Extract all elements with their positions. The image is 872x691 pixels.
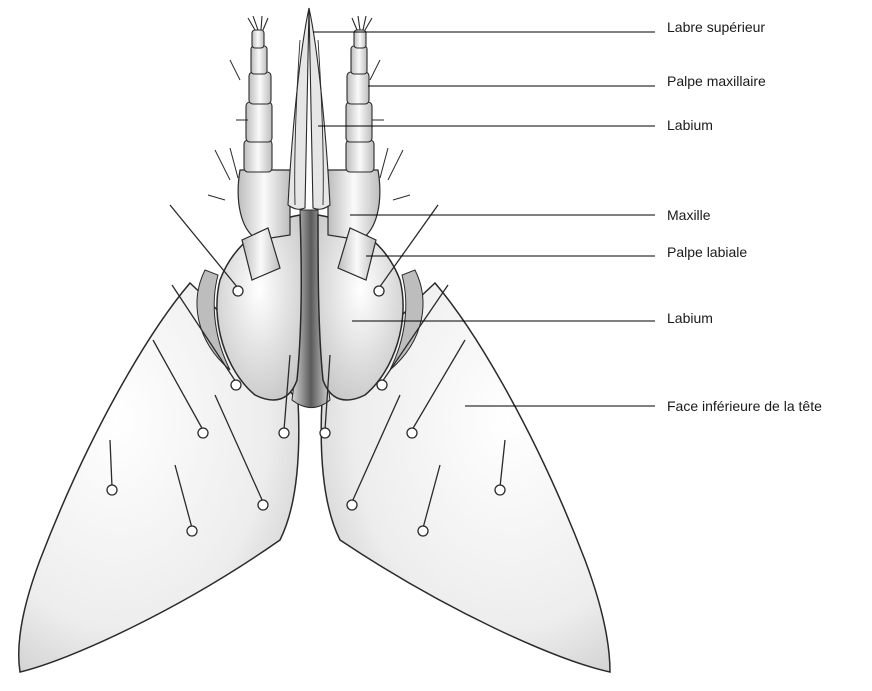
maxillary-palp-left [244, 16, 272, 172]
label-labium-top: Labium [667, 117, 713, 133]
label-labium-mid: Labium [667, 310, 713, 326]
label-palpe-maxillaire: Palpe maxillaire [667, 73, 766, 89]
label-face-inferieure: Face inférieure de la tête [667, 398, 822, 414]
labrum [288, 8, 309, 209]
maxillary-palp-right [346, 16, 374, 172]
label-maxille: Maxille [667, 207, 711, 223]
label-palpe-labiale: Palpe labiale [667, 244, 747, 260]
label-labre-superieur: Labre supérieur [667, 19, 765, 35]
labrum-right [309, 8, 330, 209]
